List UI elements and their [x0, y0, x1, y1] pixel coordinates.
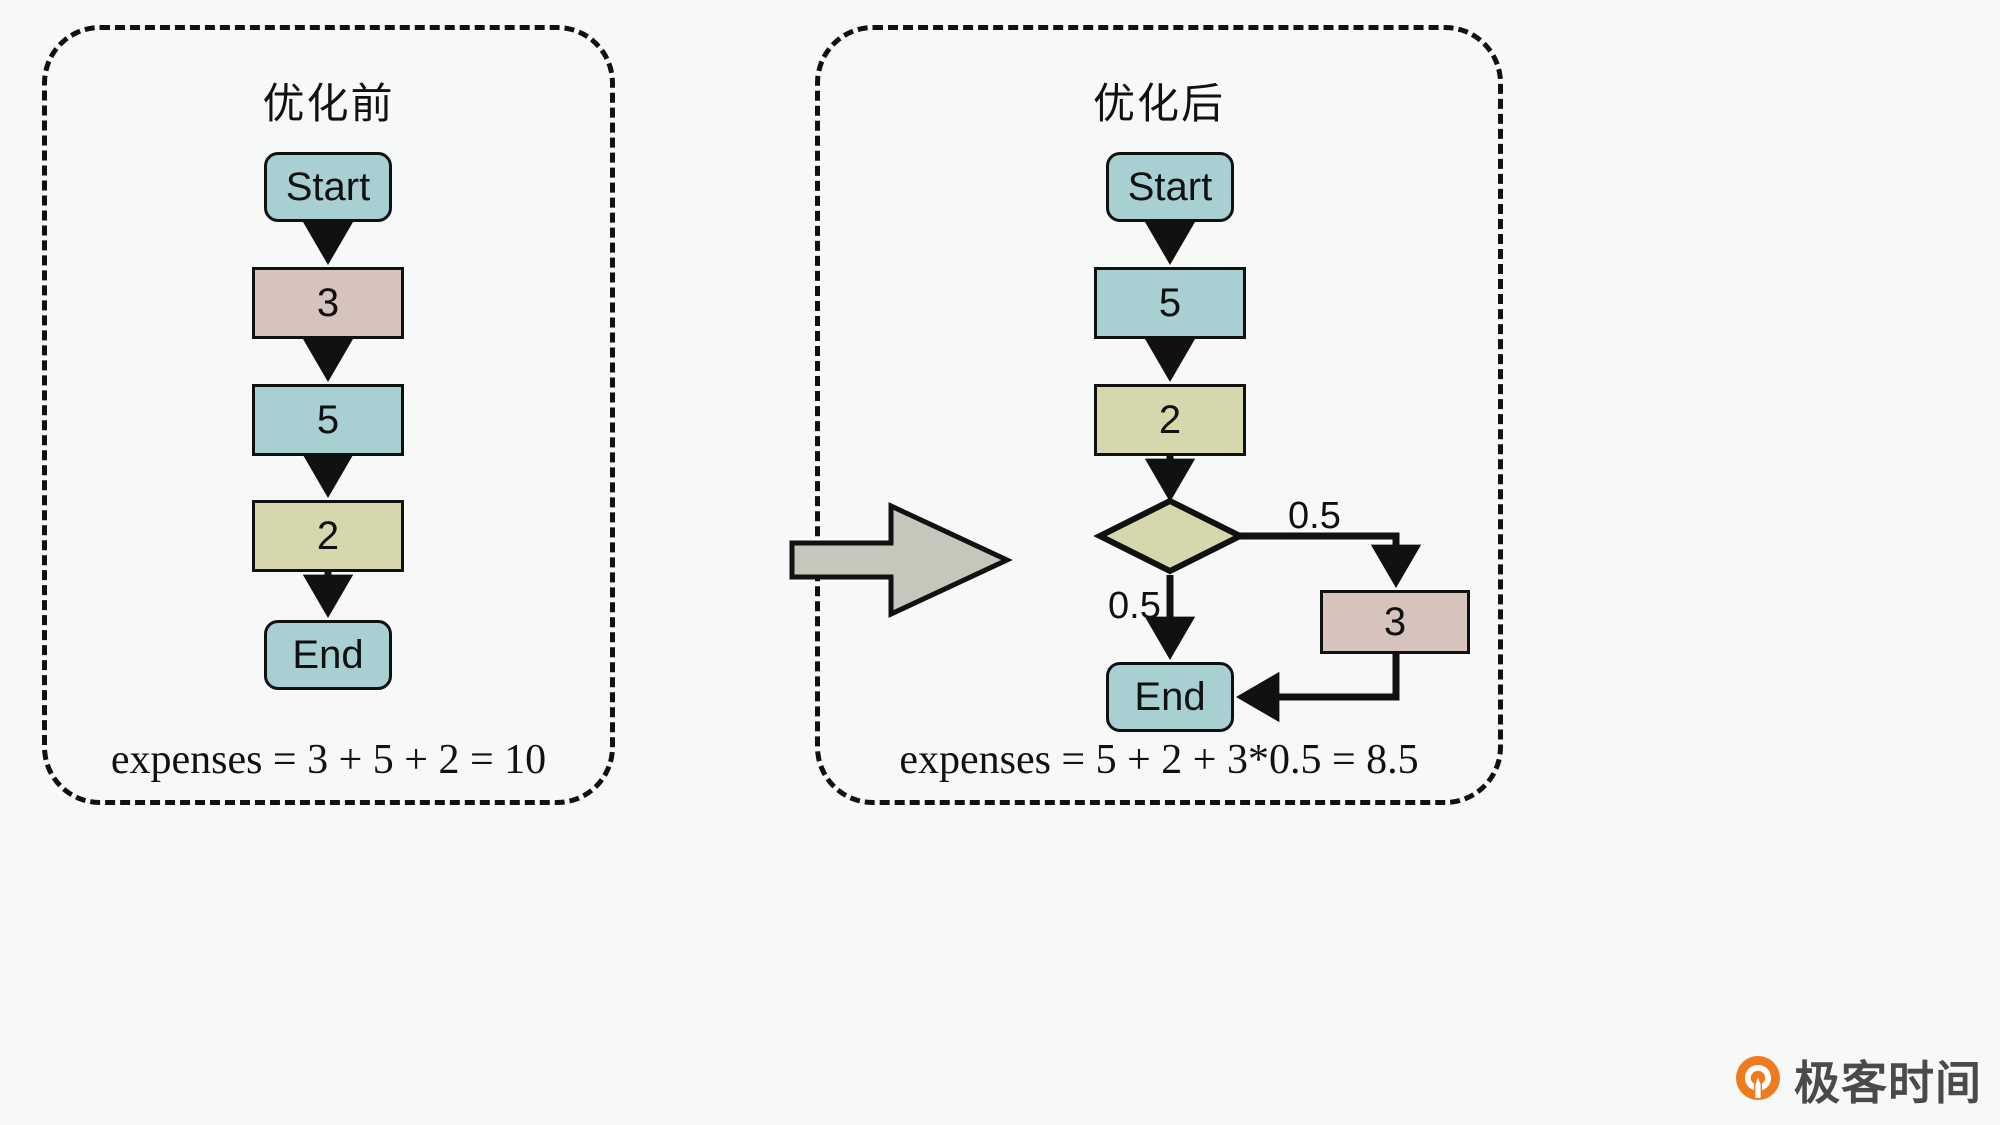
before-node-end-label: End — [292, 632, 364, 677]
watermark-text: 极客时间 — [1794, 1057, 1982, 1109]
after-node-5-label: 5 — [1158, 280, 1182, 325]
before-node-start[interactable]: Start — [264, 152, 392, 222]
panel-after-title: 优化后 — [1092, 80, 1225, 127]
after-node-end[interactable]: End — [1106, 662, 1234, 732]
after-node-3[interactable]: 3 — [1320, 590, 1470, 654]
before-node-5-label: 5 — [316, 397, 340, 442]
after-node-start[interactable]: Start — [1106, 152, 1234, 222]
before-node-2[interactable]: 2 — [252, 500, 404, 572]
panel-before-optimization: 优化前 expenses = 3 + 5 + 2 = 10 — [42, 25, 615, 805]
after-node-3-label: 3 — [1383, 599, 1407, 644]
watermark-geektime: 极客时间 — [1732, 1047, 1982, 1113]
edge-label-branch-down: 0.5 — [1108, 585, 1161, 627]
before-node-3[interactable]: 3 — [252, 267, 404, 339]
before-node-2-label: 2 — [316, 513, 340, 558]
after-node-2[interactable]: 2 — [1094, 384, 1246, 456]
panel-after-expenses: expenses = 5 + 2 + 3*0.5 = 8.5 — [899, 737, 1419, 783]
after-node-end-label: End — [1134, 674, 1206, 719]
geektime-logo-icon — [1736, 1056, 1780, 1100]
after-node-5[interactable]: 5 — [1094, 267, 1246, 339]
before-node-5[interactable]: 5 — [252, 384, 404, 456]
panel-after-optimization: 优化后 expenses = 5 + 2 + 3*0.5 = 8.5 — [815, 25, 1503, 805]
before-node-start-label: Start — [285, 164, 371, 209]
panel-before-expenses: expenses = 3 + 5 + 2 = 10 — [110, 737, 547, 783]
panel-before-title: 优化前 — [262, 80, 395, 127]
after-node-2-label: 2 — [1158, 397, 1182, 442]
before-node-end[interactable]: End — [264, 620, 392, 690]
edge-label-branch-right: 0.5 — [1288, 495, 1341, 537]
before-node-3-label: 3 — [316, 280, 340, 325]
after-node-start-label: Start — [1127, 164, 1213, 209]
